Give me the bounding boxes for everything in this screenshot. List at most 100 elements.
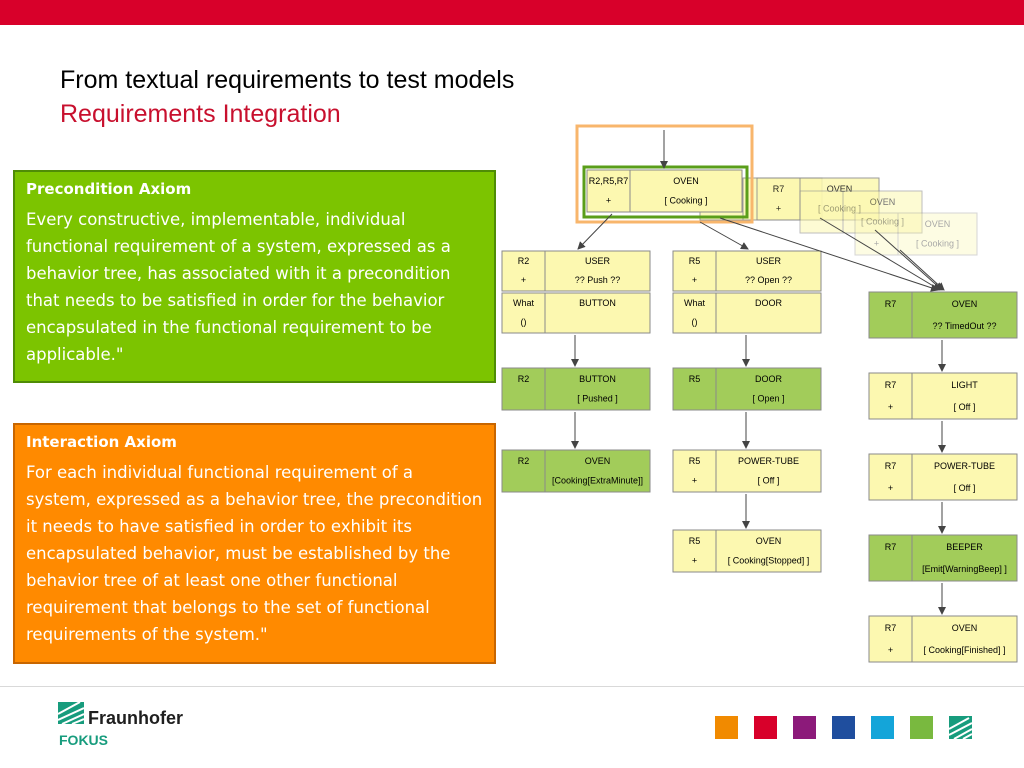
node-box xyxy=(854,212,978,256)
node-operator: + xyxy=(874,239,879,249)
node-state: [ Pushed ] xyxy=(577,394,618,404)
fan-arrow-r2 xyxy=(577,213,613,250)
node-component: BUTTON xyxy=(579,374,616,384)
node-tag: R7 xyxy=(773,184,785,194)
node-tag: R7 xyxy=(885,461,897,471)
node-component: USER xyxy=(585,256,611,266)
node-tag: R2 xyxy=(518,256,530,266)
r5-oven-stopped-node: R5 + OVEN [ Cooking[Stopped] ] xyxy=(672,529,822,573)
node-box xyxy=(501,367,651,411)
logo-subtitle: FOKUS xyxy=(59,732,108,748)
footer-square-cyan xyxy=(871,716,894,739)
node-box xyxy=(799,190,923,234)
node-box xyxy=(501,449,651,493)
precondition-axiom-text: Every constructive, implementable, indiv… xyxy=(26,210,451,364)
node-state: [ Off ] xyxy=(758,476,780,486)
r5-powertube-off-node: R5+POWER-TUBE[ Off ] xyxy=(672,449,822,493)
node-box xyxy=(868,615,1018,663)
node-component: OVEN xyxy=(827,184,853,194)
node-box xyxy=(672,292,822,334)
node-state: [ Off ] xyxy=(954,402,976,412)
r7-light-off-node: R7+LIGHT[ Off ] xyxy=(868,372,1018,420)
footer-square-red xyxy=(754,716,777,739)
node-operator: + xyxy=(888,402,893,412)
fraunhofer-logo-icon xyxy=(58,702,84,724)
node-box xyxy=(672,367,822,411)
ghost-oven-node: OVEN [ Cooking ] xyxy=(799,190,923,234)
node-component: BUTTON xyxy=(579,298,616,308)
r7-beeper-warning-node: R7 BEEPER [Emit[WarningBeep] ] xyxy=(868,534,1018,582)
r7-oven-finished-node: R7+OVEN[ Cooking[Finished] ] xyxy=(868,615,1018,663)
footer-divider xyxy=(0,686,1024,687)
node-state: [ Cooking ] xyxy=(861,217,904,227)
node-operator: + xyxy=(888,645,893,655)
node-operator: + xyxy=(776,204,781,214)
node-tag: R2 xyxy=(518,374,530,384)
node-state: ?? Open ?? xyxy=(745,275,792,285)
node-component: DOOR xyxy=(755,298,783,308)
node-box xyxy=(868,372,1018,420)
node-tag: R5 xyxy=(689,374,701,384)
node-state: [Cooking[ExtraMinute]] xyxy=(552,476,643,486)
node-tag: R7 xyxy=(885,623,897,633)
orange-highlight-frame xyxy=(575,124,754,224)
node-tag: R7 xyxy=(885,542,897,552)
node-component: BEEPER xyxy=(946,542,983,552)
node-component: OVEN xyxy=(673,176,699,186)
node-box xyxy=(501,292,651,334)
node-component: POWER-TUBE xyxy=(934,461,995,471)
node-box xyxy=(868,291,1018,339)
node-state: ?? Push ?? xyxy=(575,275,621,285)
ghost-arrow-1 xyxy=(819,217,941,291)
node-state: [ Cooking ] xyxy=(664,196,707,206)
node-operator: + xyxy=(606,196,611,206)
node-tag: R5 xyxy=(689,456,701,466)
node-component: OVEN xyxy=(756,536,782,546)
footer-square-purple xyxy=(793,716,816,739)
slide-subtitle: Requirements Integration xyxy=(60,100,341,128)
node-box xyxy=(672,529,822,573)
fan-arrow-r7 xyxy=(719,217,939,292)
node-state: ?? TimedOut ?? xyxy=(932,321,996,331)
node-component: OVEN xyxy=(585,456,611,466)
node-tag: R7 xyxy=(885,299,897,309)
ghost-oven-node: + OVEN [ Cooking ] xyxy=(854,212,978,256)
node-tag: R2 xyxy=(518,456,530,466)
node-tag: R7 xyxy=(885,380,897,390)
root-oven-node: R2,R5,R7 + OVEN [ Cooking ] xyxy=(586,169,743,213)
r2-user-push-node: R2 + USER ?? Push ?? xyxy=(501,250,651,292)
logo-name: Fraunhofer xyxy=(88,708,184,728)
r5-what-door-node: What()DOOR xyxy=(672,292,822,334)
node-state: [ Cooking[Stopped] ] xyxy=(728,556,810,566)
r2-oven-extraminute-node: R2 OVEN [Cooking[ExtraMinute]] xyxy=(501,449,651,493)
node-tag: What xyxy=(684,298,706,308)
fan-arrow-r5 xyxy=(699,221,749,250)
node-operator: + xyxy=(692,556,697,566)
node-component: OVEN xyxy=(870,197,896,207)
top-accent-bar xyxy=(0,0,1024,25)
footer-square-green xyxy=(910,716,933,739)
node-tag: R2,R5,R7 xyxy=(589,176,629,186)
node-state: [ Off ] xyxy=(954,483,976,493)
node-tag: R5 xyxy=(689,256,701,266)
r2-what-button-node: What()BUTTON xyxy=(501,292,651,334)
r7-oven-timedout-node: R7 OVEN ?? TimedOut ?? xyxy=(868,291,1018,339)
node-tag: R5 xyxy=(689,536,701,546)
node-component: OVEN xyxy=(925,219,951,229)
r2-button-pushed-node: R2 BUTTON [ Pushed ] xyxy=(501,367,651,411)
slide-title: From textual requirements to test models xyxy=(60,66,515,94)
node-tag: What xyxy=(513,298,535,308)
node-box xyxy=(672,250,822,292)
interaction-axiom-text: For each individual functional requireme… xyxy=(26,463,483,644)
node-component: OVEN xyxy=(952,299,978,309)
precondition-axiom-heading: Precondition Axiom xyxy=(26,180,192,198)
r7-powertube-off-node: R7+POWER-TUBE[ Off ] xyxy=(868,453,1018,501)
node-component: OVEN xyxy=(952,623,978,633)
r5-user-open-node: R5+USER?? Open ?? xyxy=(672,250,822,292)
node-state: [Emit[WarningBeep] ] xyxy=(922,564,1007,574)
node-box xyxy=(672,449,822,493)
precondition-axiom-panel: Precondition Axiom Every constructive, i… xyxy=(13,170,496,383)
node-operator: + xyxy=(692,476,697,486)
node-operator: + xyxy=(521,275,526,285)
